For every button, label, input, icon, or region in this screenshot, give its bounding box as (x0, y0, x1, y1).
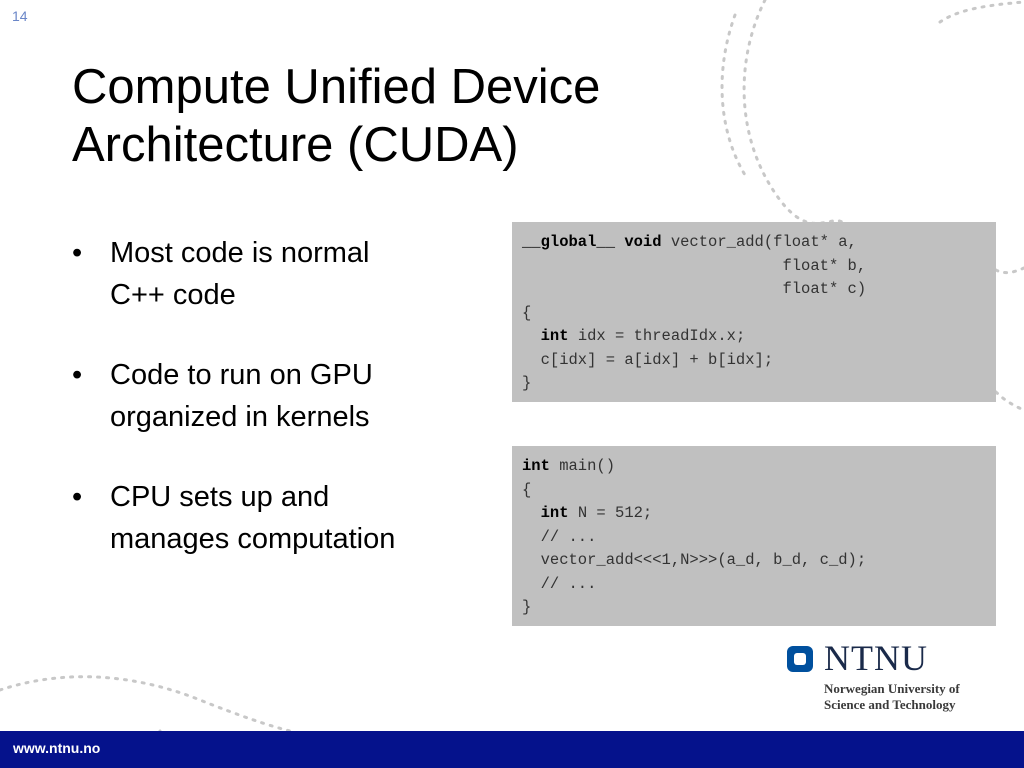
code-text: main() (549, 457, 616, 475)
bullet-marker: • (72, 359, 83, 391)
code-keyword: int (540, 504, 569, 522)
code-keyword: int (540, 327, 569, 345)
slide-number: 14 (12, 8, 28, 24)
bullet-list: • Most code is normal C++ code • Code to… (70, 232, 490, 598)
code-text: vector_add(float* a, (661, 233, 857, 251)
code-text: c[idx] = a[idx] + b[idx]; (522, 350, 774, 369)
footer-bar: www.ntnu.no (0, 731, 1024, 768)
code-text: } (522, 598, 532, 616)
title-line-2: Architecture (CUDA) (72, 118, 519, 172)
bullet-marker: • (72, 481, 83, 513)
bullet-text: Code to run on GPU organized in kernels (110, 354, 490, 438)
code-text: float* c) (522, 280, 867, 298)
code-text: N = 512; (568, 504, 653, 522)
code-line: } (522, 372, 986, 396)
code-line: { (522, 479, 986, 503)
title-line-1: Compute Unified Device (72, 60, 601, 114)
bullet-item: • Code to run on GPU organized in kernel… (70, 354, 490, 438)
logo-name: NTNU (824, 638, 928, 678)
bullet-line: CPU sets up and (110, 481, 330, 513)
code-text: { (522, 303, 532, 322)
code-line: float* c) (522, 278, 986, 302)
code-keyword: int (522, 457, 550, 475)
ntnu-logo: NTNU Norwegian University of Science and… (786, 638, 1006, 714)
code-line: // ... (522, 573, 986, 597)
bullet-line: Code to run on GPU (110, 359, 373, 391)
code-line: c[idx] = a[idx] + b[idx]; (522, 349, 986, 373)
code-line: int N = 512; (522, 502, 986, 526)
bullet-item: • Most code is normal C++ code (70, 232, 490, 316)
code-text: // ... (522, 527, 597, 546)
bullet-text: CPU sets up and manages computation (110, 476, 490, 560)
bullet-line: Most code is normal (110, 237, 370, 269)
bullet-item: • CPU sets up and manages computation (70, 476, 490, 560)
bullet-line: manages computation (110, 523, 396, 555)
code-text: vector_add<<<1,N>>>(a_d, b_d, c_d); (522, 551, 867, 569)
code-line: { (522, 302, 986, 326)
code-line: } (522, 596, 986, 620)
footer-url: www.ntnu.no (13, 740, 101, 756)
code-text: float* b, (522, 256, 867, 275)
bullet-line: organized in kernels (110, 401, 370, 433)
code-text: // ... (522, 574, 597, 593)
logo-subtitle-line-1: Norwegian University of (824, 681, 960, 696)
ntnu-logo-mark-icon (787, 646, 813, 672)
bullet-line: C++ code (110, 279, 236, 311)
code-line: vector_add<<<1,N>>>(a_d, b_d, c_d); (522, 549, 986, 573)
code-line: int main() (522, 455, 986, 479)
slide-title: Compute Unified Device Architecture (CUD… (72, 58, 792, 174)
code-line: float* b, (522, 255, 986, 279)
code-line: // ... (522, 526, 986, 550)
code-block-main: int main() { int N = 512; // ... vector_… (512, 446, 996, 626)
code-text: { (522, 480, 532, 499)
code-line: int idx = threadIdx.x; (522, 325, 986, 349)
code-block-kernel: __global__ void vector_add(float* a, flo… (512, 222, 996, 402)
code-indent (522, 504, 541, 522)
logo-subtitle-line-2: Science and Technology (824, 697, 956, 712)
code-keyword: __global__ void (522, 233, 662, 251)
code-line: __global__ void vector_add(float* a, (522, 231, 986, 255)
code-text: } (522, 374, 532, 392)
bullet-marker: • (72, 237, 83, 269)
bullet-text: Most code is normal C++ code (110, 232, 490, 316)
ntnu-logo-mark-inner (794, 653, 806, 665)
code-indent (522, 327, 541, 345)
code-text: idx = threadIdx.x; (568, 327, 746, 345)
